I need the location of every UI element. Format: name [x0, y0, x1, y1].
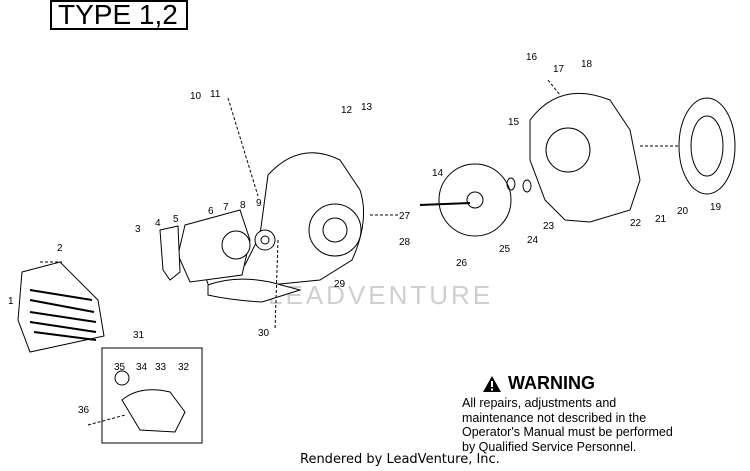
type-label: TYPE 1,2	[50, 0, 188, 30]
callout-31: 31	[133, 330, 145, 341]
callout-20: 20	[677, 206, 689, 217]
callout-7: 7	[223, 202, 229, 213]
callout-29: 29	[334, 279, 346, 290]
watermark-text: LEADVENTURE	[268, 280, 493, 310]
callout-11: 11	[210, 89, 221, 100]
callout-4: 4	[155, 218, 161, 229]
callout-25: 25	[499, 244, 511, 255]
callout-18: 18	[581, 59, 593, 70]
callout-14: 14	[432, 168, 444, 179]
warning-notice: WARNING All repairs, adjustments and mai…	[462, 373, 682, 454]
callout-10: 10	[190, 91, 202, 102]
callout-33: 33	[155, 362, 167, 373]
callout-2: 2	[57, 243, 63, 254]
callout-labels: 1 2 3 4 5 6 7 8 9 10 11 12 13 14 15 16 1…	[8, 52, 722, 416]
part-impeller	[438, 163, 512, 237]
callout-34: 34	[136, 362, 148, 373]
callout-5: 5	[173, 214, 179, 225]
part-intake-cover	[678, 97, 736, 195]
callout-23: 23	[543, 221, 555, 232]
callout-16: 16	[526, 52, 538, 63]
callout-24: 24	[527, 235, 539, 246]
callout-22: 22	[630, 218, 642, 229]
callout-17: 17	[553, 64, 565, 75]
callout-32: 32	[178, 362, 190, 373]
callout-26: 26	[456, 258, 468, 269]
part-pulley	[221, 230, 251, 260]
warning-title: WARNING	[508, 373, 595, 393]
callout-19: 19	[710, 202, 722, 213]
callout-13: 13	[361, 102, 373, 113]
callout-1: 1	[8, 296, 14, 307]
callout-15: 15	[508, 117, 520, 128]
callout-30: 30	[258, 328, 270, 339]
callout-28: 28	[399, 237, 411, 248]
warning-triangle-icon	[483, 375, 501, 392]
inset-box	[101, 347, 203, 444]
callout-9: 9	[256, 198, 262, 209]
callout-21: 21	[655, 214, 667, 225]
callout-35: 35	[114, 362, 126, 373]
callout-3: 3	[135, 224, 141, 235]
callout-6: 6	[208, 206, 214, 217]
warning-header: WARNING	[482, 373, 682, 394]
part-housing-right	[529, 92, 641, 223]
callout-36: 36	[78, 405, 90, 416]
rendered-by-footer: Rendered by LeadVenture, Inc.	[300, 452, 500, 467]
callout-27: 27	[399, 211, 411, 222]
callout-8: 8	[240, 200, 246, 211]
warning-body: All repairs, adjustments and maintenance…	[462, 396, 673, 454]
callout-12: 12	[341, 105, 353, 116]
